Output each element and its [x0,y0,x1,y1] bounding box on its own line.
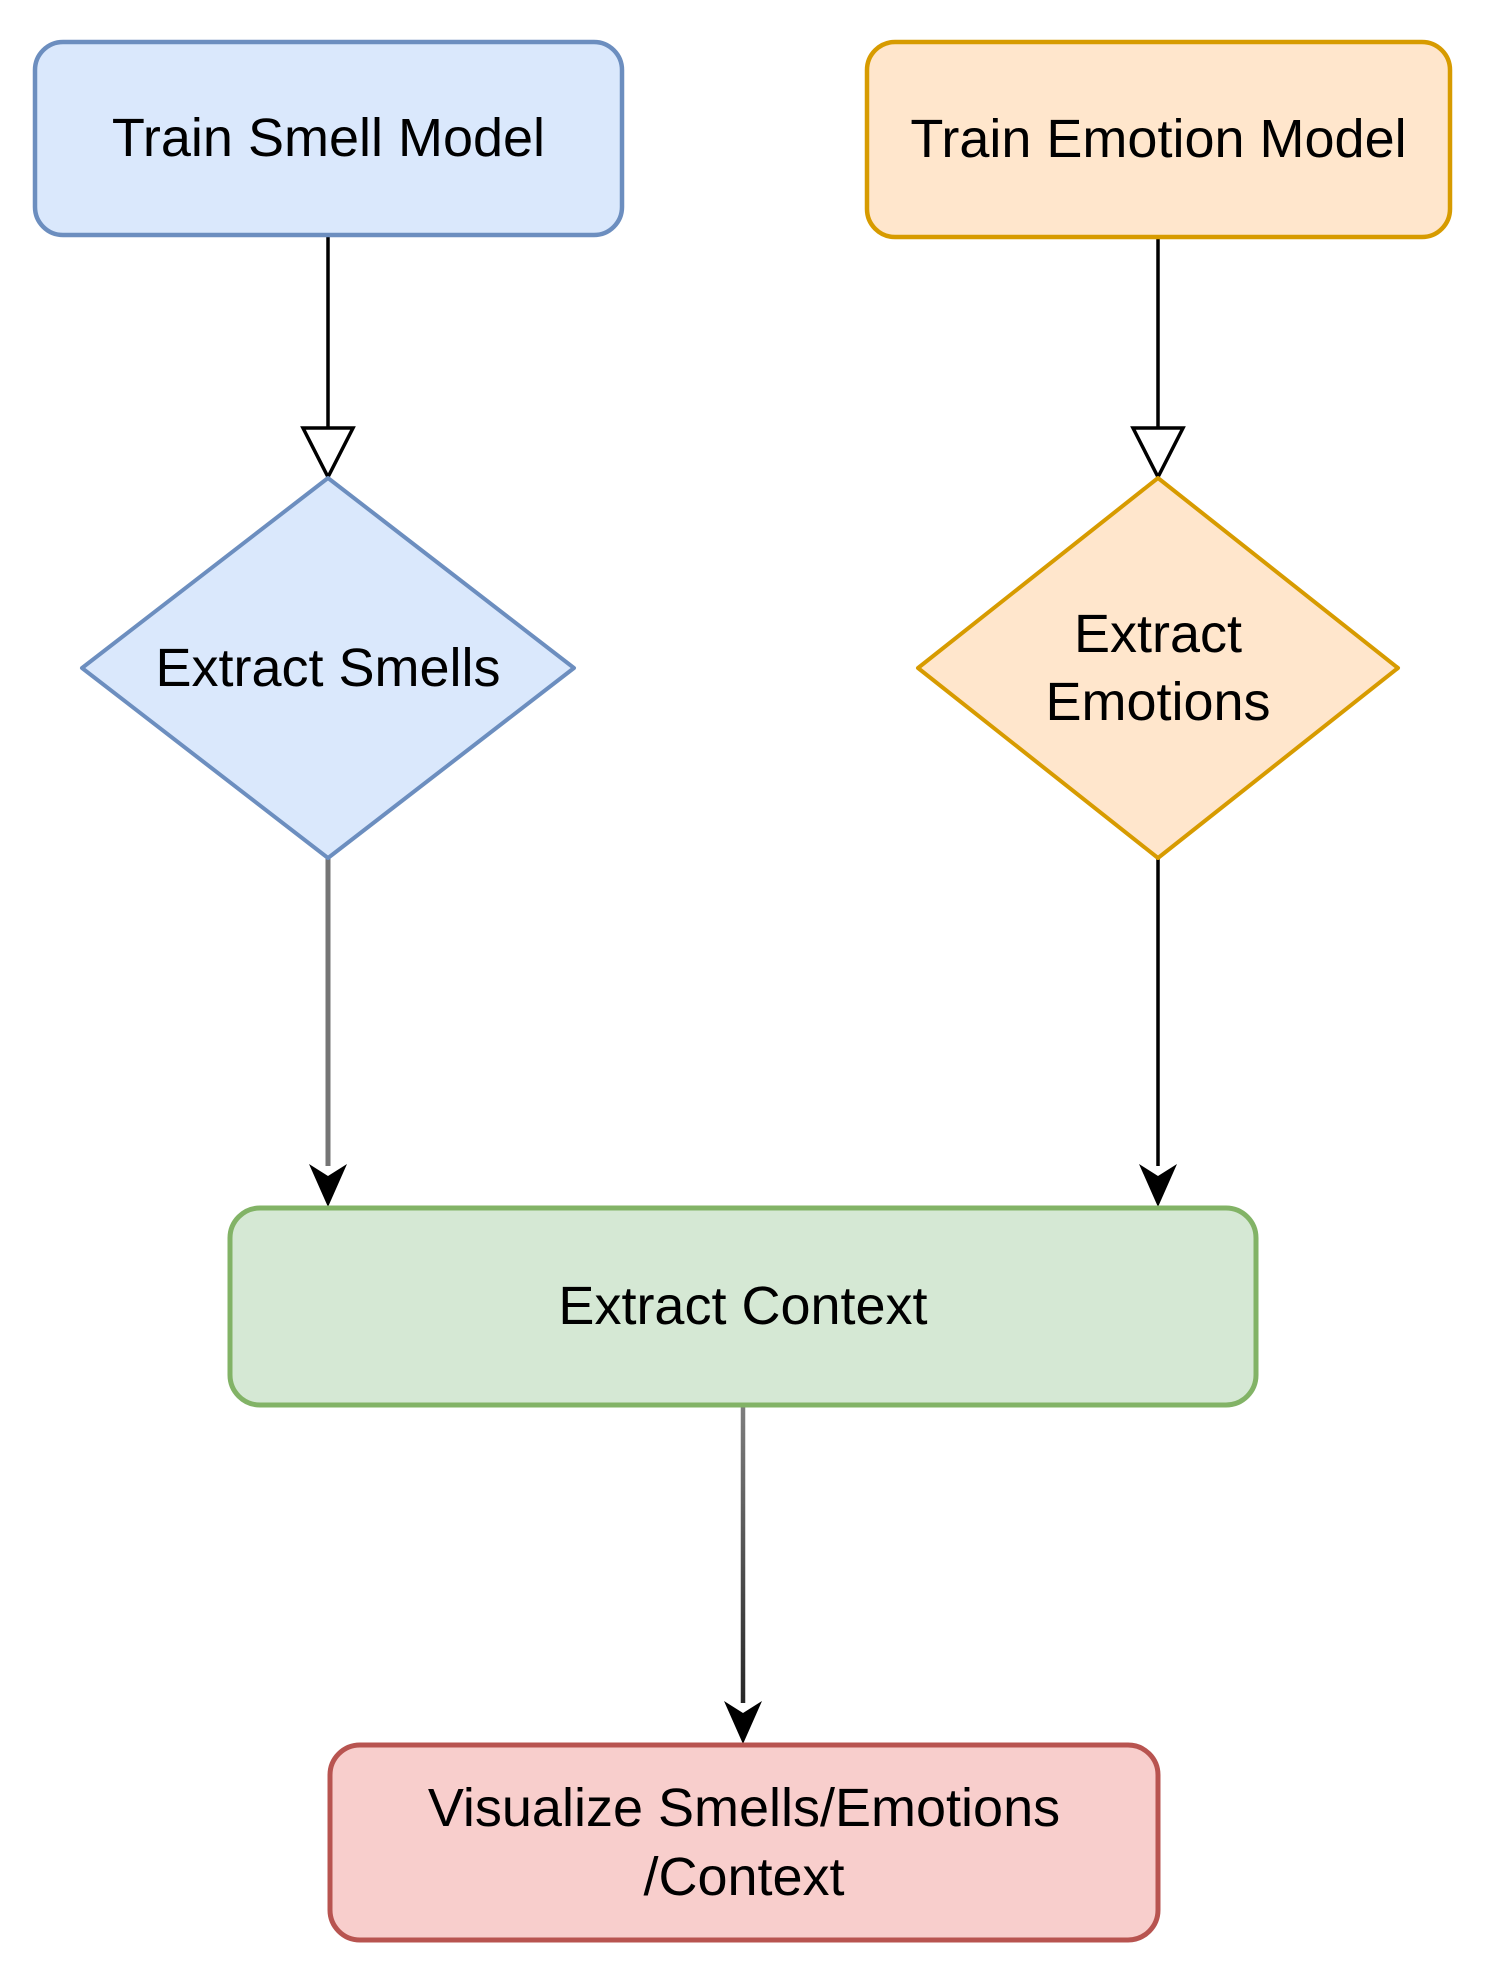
filled-arrowhead-icon [1139,1164,1177,1207]
open-triangle-arrowhead-icon [1130,426,1186,481]
filled-arrowhead-icon [309,1164,347,1207]
node-extract-context-shape [227,1205,1259,1408]
node-extract-smells-shape [80,476,576,860]
filled-arrowhead-icon [724,1701,762,1744]
node-visualize-shape [327,1742,1161,1943]
node-extract-emotions-shape [916,476,1400,860]
node-train-emotion-model-shape [864,39,1453,240]
node-train-smell-model-shape [32,39,625,238]
open-triangle-arrowhead-icon [300,426,356,481]
